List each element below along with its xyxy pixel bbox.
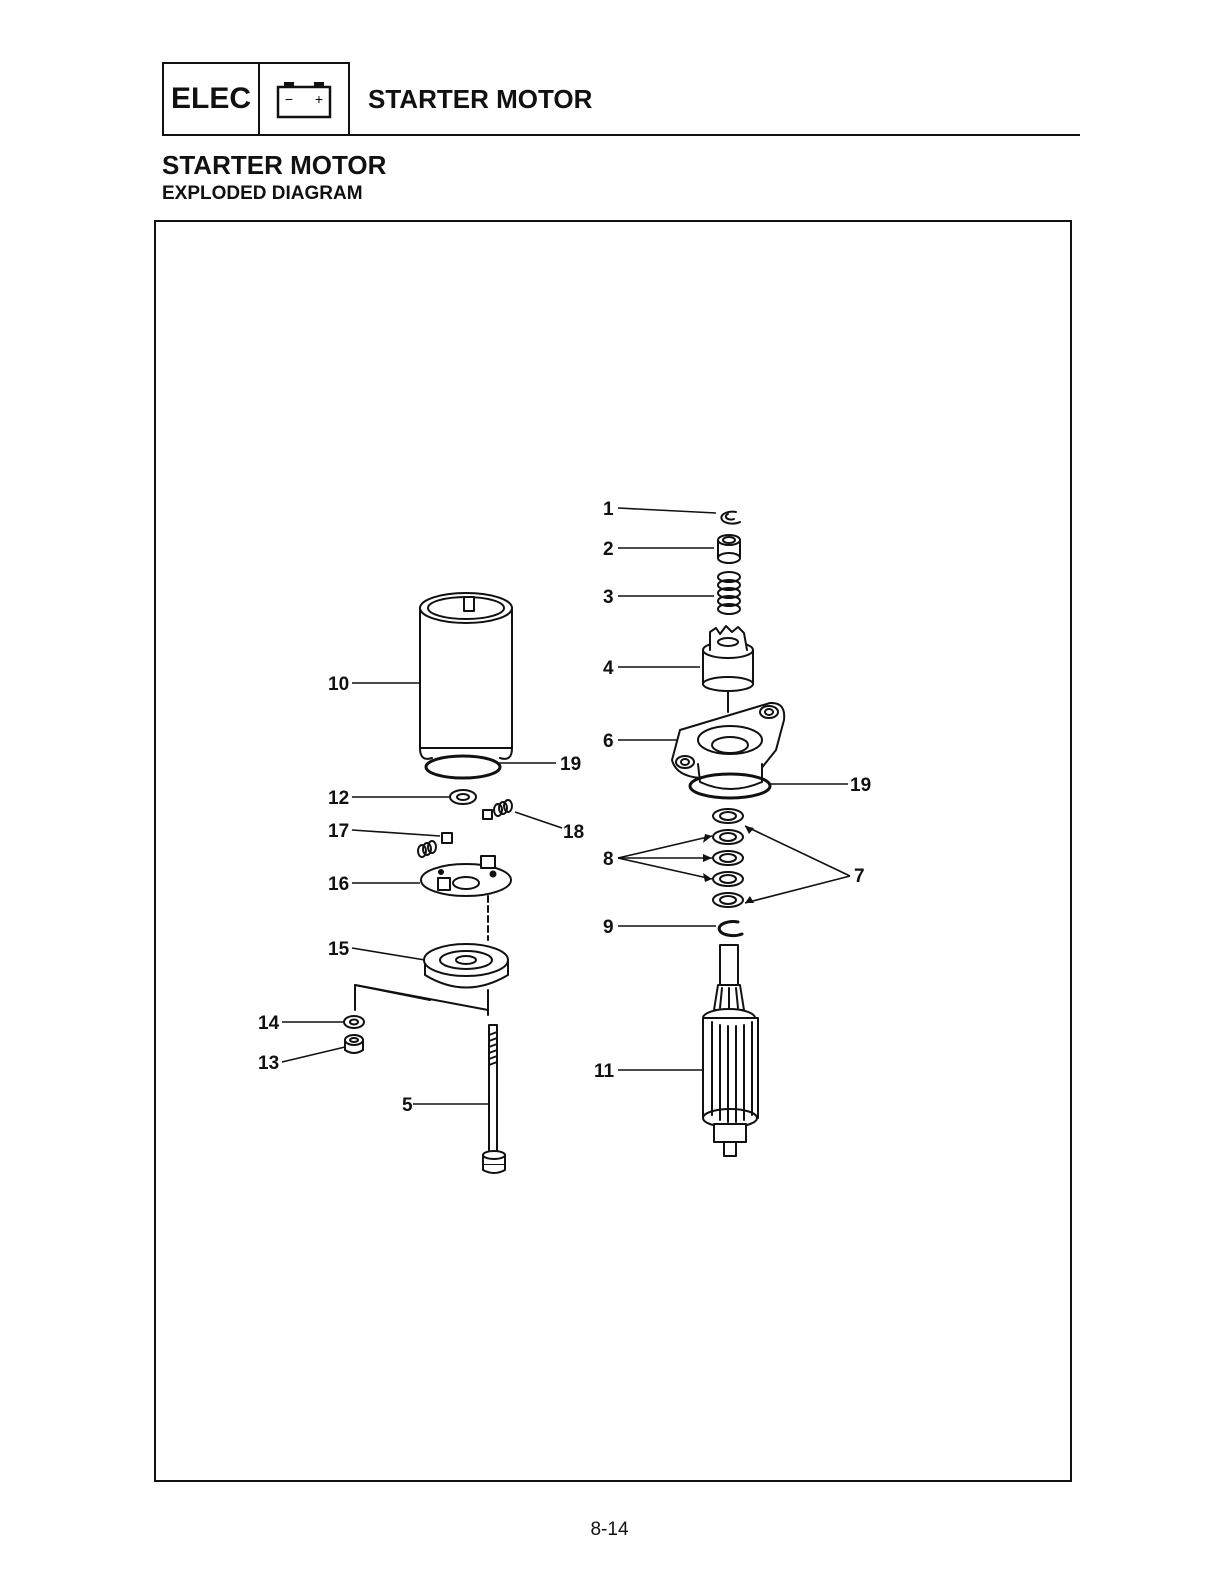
callout-5: 5 (402, 1095, 413, 1116)
part-armature (703, 945, 758, 1156)
part-washer-14 (344, 1016, 364, 1028)
callout-19-left: 19 (560, 754, 581, 775)
callout-7: 7 (854, 866, 865, 887)
callout-13: 13 (258, 1053, 279, 1074)
part-washer-small (450, 790, 476, 804)
part-rear-cover (424, 944, 508, 988)
part-nut (345, 1035, 363, 1053)
part-collar (718, 535, 740, 563)
part-washer-stack (713, 809, 743, 907)
part-circlip (721, 512, 740, 524)
callout-4: 4 (603, 658, 614, 679)
callout-9: 9 (603, 917, 614, 938)
part-brush-spring-left (418, 841, 436, 857)
callout-3: 3 (603, 587, 614, 608)
part-o-ring-left (426, 756, 500, 778)
part-brush-spring-right (483, 800, 512, 819)
part-spring (718, 572, 740, 614)
part-circlip-lower (719, 922, 742, 936)
callout-18: 18 (563, 822, 584, 843)
callout-11: 11 (594, 1061, 615, 1082)
part-pinion-gear (703, 626, 753, 691)
callout-14: 14 (258, 1013, 280, 1034)
callout-16: 16 (328, 874, 349, 895)
callout-2: 2 (603, 539, 614, 560)
callout-1: 1 (603, 499, 614, 520)
part-brush (442, 833, 452, 843)
part-front-bracket (672, 703, 784, 789)
callout-17: 17 (328, 821, 349, 842)
callout-6: 6 (603, 731, 614, 752)
callout-12: 12 (328, 788, 349, 809)
callout-19-right: 19 (850, 775, 871, 796)
part-brush-holder (421, 856, 511, 896)
part-yoke (420, 593, 512, 759)
page-number: 8-14 (0, 1519, 1219, 1541)
callout-15: 15 (328, 939, 350, 960)
part-through-bolt (483, 1025, 505, 1173)
callout-8: 8 (603, 849, 614, 870)
callout-10: 10 (328, 674, 349, 695)
